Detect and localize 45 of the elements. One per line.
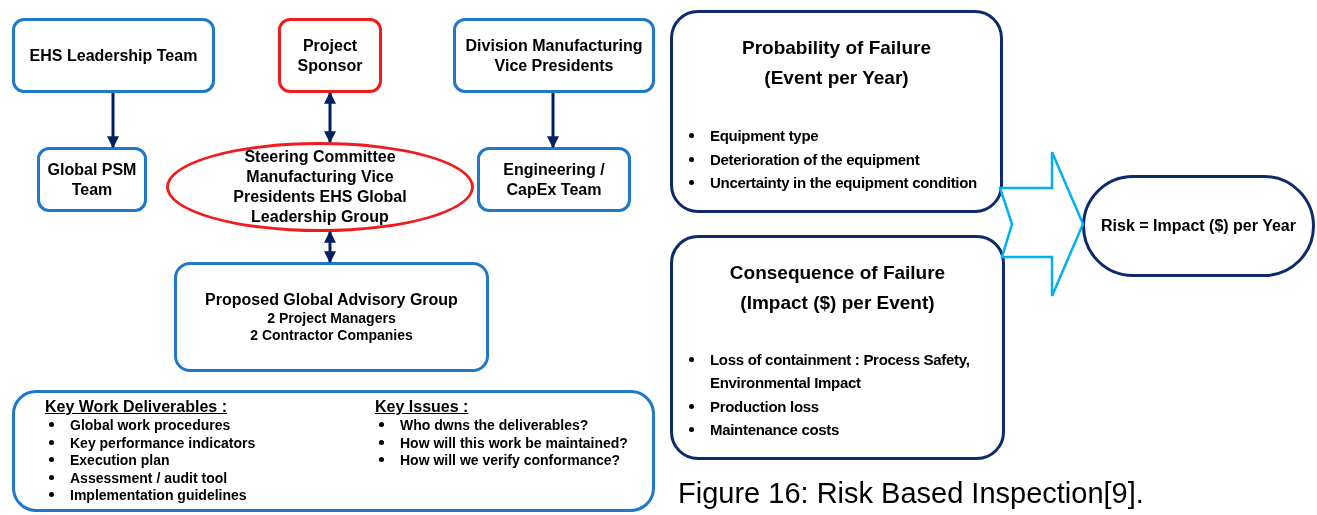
org-box xyxy=(12,18,215,93)
advisory-box xyxy=(174,262,489,372)
bullet-item: Key performance indicators xyxy=(70,434,256,452)
org-box xyxy=(278,18,382,93)
box-heading: (Event per Year) xyxy=(764,66,909,91)
arrow xyxy=(547,93,559,149)
section-heading: Key Work Deliverables : xyxy=(45,397,228,417)
section-heading: Key Issues : xyxy=(375,397,470,417)
node-label: Project Sponsor xyxy=(296,35,364,76)
org-box xyxy=(477,147,631,212)
bullet-item: Implementation guidelines xyxy=(70,487,247,505)
node-label: Risk = Impact ($) per Year xyxy=(1101,216,1296,236)
bullet-item: Equipment type xyxy=(710,126,819,147)
bullet-item: Global work procedures xyxy=(70,417,231,435)
bullet-item: Execution plan xyxy=(70,452,170,470)
arrow xyxy=(324,91,336,144)
factor-box xyxy=(670,10,1003,213)
box-heading: Consequence of Failure xyxy=(729,261,946,285)
arrow xyxy=(107,93,119,149)
bullet-item: Deterioration of the equipment xyxy=(710,149,920,170)
deliverables-panel xyxy=(12,390,655,512)
bullet-item: Maintenance costs xyxy=(710,419,840,440)
node-label: Division Manufacturing Vice Presidents xyxy=(464,35,644,76)
factor-box xyxy=(670,235,1005,460)
arrow xyxy=(324,230,336,264)
bullet-item: Loss of containment : Process Safety, Environmental Impact xyxy=(710,350,971,394)
node-label: Engineering / CapEx Team xyxy=(502,159,606,200)
bullet-item: Assessment / audit tool xyxy=(70,469,228,487)
bullet-item: How will we verify conformance? xyxy=(400,452,621,470)
figure-caption: Figure 16: Risk Based Inspection[9]. xyxy=(678,476,1144,511)
bullet-item: How will this work be maintained? xyxy=(400,434,628,452)
org-box xyxy=(37,147,147,212)
org-box xyxy=(453,18,655,93)
node-label: Global PSM Team xyxy=(46,159,138,200)
node-label: 2 Contractor Companies xyxy=(250,327,413,345)
node-label: EHS Leadership Team xyxy=(29,45,198,66)
node-label: 2 Project Managers xyxy=(267,309,396,327)
bullet-item: Production loss xyxy=(710,396,819,417)
node-label: Steering Committee Manufacturing Vice Presidents EHS Global Leadership Group xyxy=(232,147,408,227)
block-arrow xyxy=(998,150,1085,298)
bullet-item: Who dwns the deliverables? xyxy=(400,417,589,435)
bullet-item: Uncertainty in the equipment condition xyxy=(710,172,977,193)
box-heading: (Impact ($) per Event) xyxy=(740,291,935,316)
node-title: Proposed Global Advisory Group xyxy=(205,289,458,310)
box-heading: Probability of Failure xyxy=(742,36,931,60)
